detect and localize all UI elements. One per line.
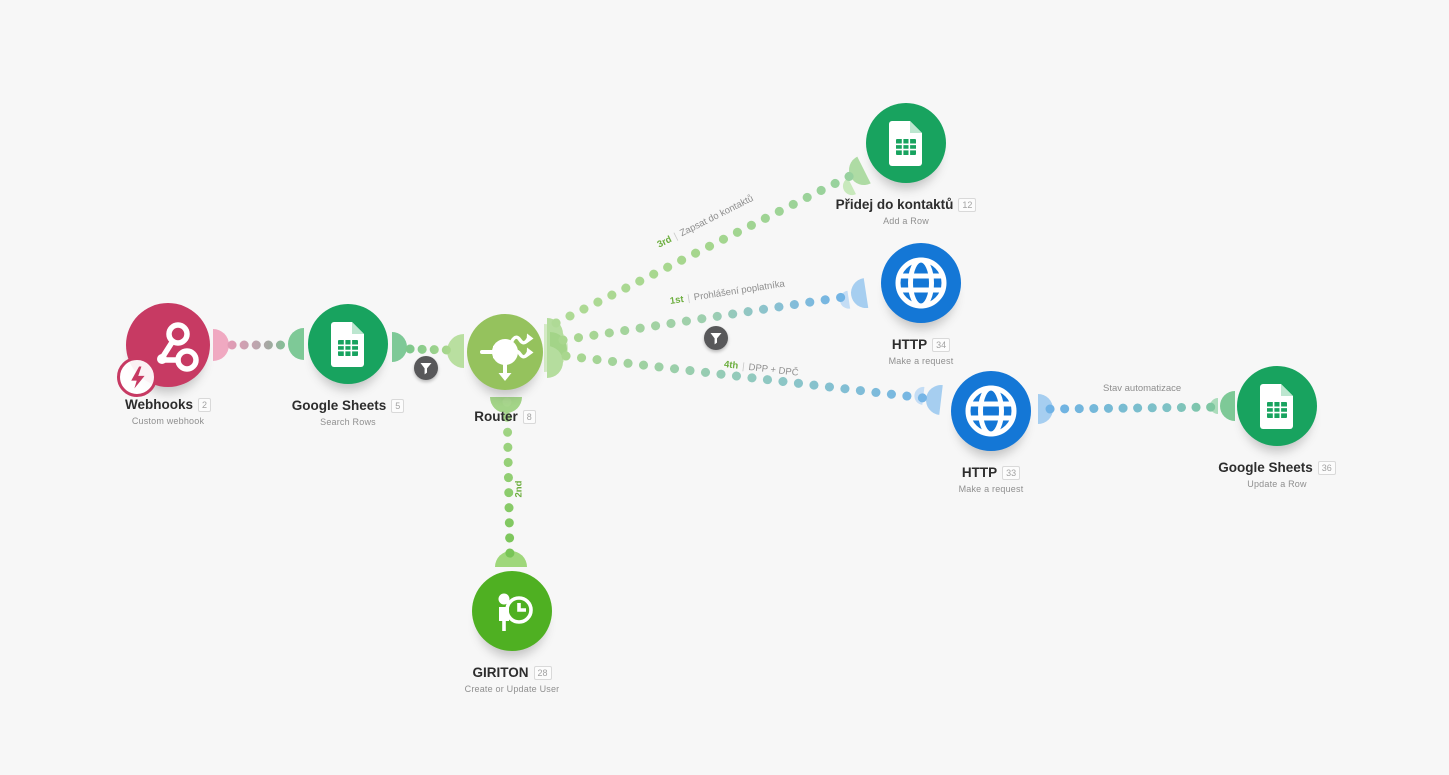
funnel-icon xyxy=(420,363,432,375)
http-circle[interactable] xyxy=(951,371,1031,451)
route-text: Stav automatizace xyxy=(1103,383,1182,394)
webhooks-circle[interactable] xyxy=(117,303,210,397)
webhook-nodes-icon xyxy=(157,322,199,372)
giriton-circle[interactable] xyxy=(472,571,552,651)
route-ordinal: 2nd xyxy=(513,480,525,498)
module-webhooks[interactable]: Webhooks 2 Custom webhook xyxy=(117,303,212,426)
google-sheets-circle[interactable] xyxy=(1237,366,1317,446)
module-label: Google Sheets 5 Search Rows xyxy=(228,398,468,427)
route-separator: | xyxy=(741,361,746,373)
lightning-bolt-icon xyxy=(117,357,157,397)
module-sublabel: Make a request xyxy=(888,356,954,366)
module-label: GIRITON 28 Create or Update User xyxy=(392,665,632,694)
module-label: Google Sheets 36 Update a Row xyxy=(1157,460,1397,489)
module-google-sheets-update[interactable]: Google Sheets 36 Update a Row xyxy=(1218,366,1336,489)
module-label: HTTP 34 Make a request xyxy=(801,337,1041,366)
module-number-badge: 8 xyxy=(522,409,536,424)
module-number-badge: 36 xyxy=(1317,460,1336,475)
spreadsheet-document-icon xyxy=(1260,384,1293,429)
module-sublabel: Search Rows xyxy=(320,417,376,427)
module-http-33[interactable]: HTTP 33 Make a request xyxy=(951,371,1031,494)
module-label: Přidej do kontaktů 12 Add a Row xyxy=(786,197,1026,226)
module-sublabel: Custom webhook xyxy=(131,416,205,426)
module-name: Router xyxy=(474,409,518,424)
spreadsheet-document-icon xyxy=(331,322,364,367)
router-arrows-icon xyxy=(480,333,534,381)
module-name: Přidej do kontaktů xyxy=(835,197,954,212)
google-sheets-circle[interactable] xyxy=(866,103,946,183)
module-sublabel: Update a Row xyxy=(1247,479,1307,489)
module-name: GIRITON xyxy=(472,665,529,680)
module-number-badge: 33 xyxy=(1002,465,1021,480)
globe-icon xyxy=(895,257,947,309)
module-name: Google Sheets xyxy=(1218,460,1313,475)
module-google-sheets-search[interactable]: Google Sheets 5 Search Rows xyxy=(292,304,405,427)
module-pridej-do-kontaktu[interactable]: Přidej do kontaktů 12 Add a Row xyxy=(836,103,977,226)
module-number-badge: 5 xyxy=(391,398,405,413)
module-giriton[interactable]: GIRITON 28 Create or Update User xyxy=(465,571,559,694)
route-label-stav-automatizace[interactable]: Stav automatizace xyxy=(1103,383,1181,394)
module-label: Router 8 xyxy=(385,409,625,428)
module-number-badge: 12 xyxy=(958,197,977,212)
route-ordinal: 1st xyxy=(669,293,685,307)
module-number-badge: 34 xyxy=(932,337,951,352)
module-label: Webhooks 2 Custom webhook xyxy=(48,397,288,426)
globe-icon xyxy=(965,385,1017,437)
module-label: HTTP 33 Make a request xyxy=(871,465,1111,494)
funnel-icon xyxy=(710,333,722,345)
router-circle[interactable] xyxy=(467,314,543,390)
http-circle[interactable] xyxy=(881,243,961,323)
route-label-2nd[interactable]: 2nd xyxy=(514,481,525,498)
route-separator: | xyxy=(686,293,691,305)
module-name: Google Sheets xyxy=(291,398,387,413)
module-name: Webhooks xyxy=(124,397,193,412)
google-sheets-circle[interactable] xyxy=(308,304,388,384)
module-sublabel: Add a Row xyxy=(883,216,929,226)
filter-icon-2[interactable] xyxy=(704,326,728,350)
filter-icon-1[interactable] xyxy=(414,356,438,380)
module-router[interactable]: Router 8 xyxy=(467,314,543,424)
route-separator: | xyxy=(672,231,680,243)
module-sublabel: Create or Update User xyxy=(464,684,560,694)
module-number-badge: 2 xyxy=(198,397,212,412)
module-http-34[interactable]: HTTP 34 Make a request xyxy=(881,243,961,366)
route-ordinal: 4th xyxy=(723,359,739,372)
module-number-badge: 28 xyxy=(533,665,552,680)
module-name: HTTP xyxy=(961,465,998,480)
module-name: HTTP xyxy=(891,337,928,352)
module-sublabel: Make a request xyxy=(958,484,1024,494)
person-clock-icon xyxy=(498,593,533,631)
spreadsheet-document-icon xyxy=(889,121,922,166)
